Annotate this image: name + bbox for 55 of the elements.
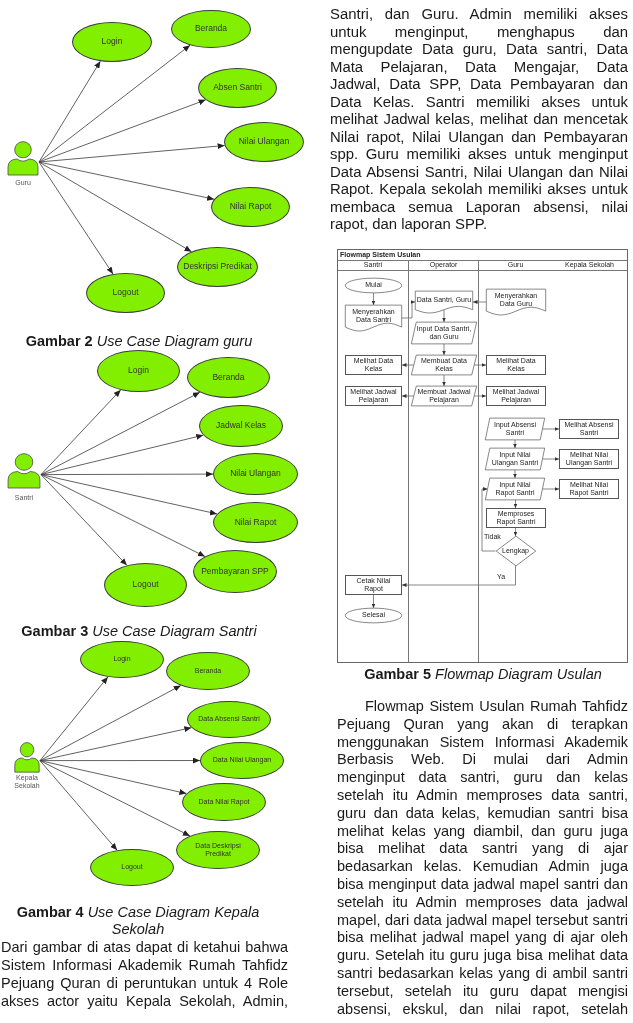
use-case-ellipse bbox=[199, 405, 283, 447]
input-parallelogram bbox=[411, 386, 477, 406]
process-box bbox=[486, 386, 546, 406]
figure-caption: Gambar 3 Use Case Diagram Santri bbox=[21, 623, 257, 640]
use-case-label: Nilai Ulangan bbox=[230, 469, 281, 479]
input-parallelogram bbox=[485, 478, 545, 500]
body-paragraph: Santri, dan Guru. Admin memiliki akses untuk menginput, menghapus dan mengupdate Data guru, Data santri, Data Mata Pelajaran, Data Mengajar, Data Jadwal, Data SPP, Data Pembayaran dan Data Kelas. Santri memiliki akses untuk melihat Jadwal kelas, melihat dan mencetak Nilai rapot, Nilai Ulangan dan Pembayaran spp. Guru memiliki akses untuk menginput Data Absensi Santri, Nilai Ulangan dan Nilai Rapot. Kepala sekolah memiliki akses untuk membaca semua Laporan absensi, nilai rapot, dan laporan SPP. bbox=[330, 6, 628, 234]
use-case-label: Nilai Rapot bbox=[229, 202, 272, 212]
use-case-label: Login bbox=[128, 366, 149, 376]
process-box bbox=[345, 355, 402, 375]
use-case-ellipse bbox=[211, 187, 290, 227]
input-parallelogram bbox=[411, 322, 477, 344]
terminator-ellipse bbox=[345, 278, 402, 293]
document-shape bbox=[486, 289, 546, 315]
use-case-label: Login bbox=[101, 37, 123, 47]
use-case-label: Logout bbox=[112, 288, 139, 298]
process-box bbox=[486, 355, 546, 375]
figure-caption: Gambar 5 Flowmap Diagram Usulan bbox=[364, 666, 602, 683]
use-case-label: Deskripsi Predikat bbox=[183, 262, 252, 272]
use-case-label: Logout bbox=[132, 580, 159, 590]
use-case-ellipse bbox=[187, 701, 271, 738]
process-box bbox=[559, 479, 619, 499]
terminator-ellipse bbox=[345, 608, 402, 623]
input-parallelogram bbox=[411, 355, 477, 375]
use-case-ellipse bbox=[90, 849, 174, 886]
use-case-label: Pembayaran SPP bbox=[201, 566, 269, 577]
use-case-ellipse bbox=[176, 831, 260, 869]
process-box bbox=[345, 575, 402, 595]
use-case-label: Absen Santri bbox=[213, 83, 262, 93]
use-case-label: Beranda bbox=[194, 24, 228, 34]
person-icon bbox=[14, 742, 40, 773]
process-box bbox=[559, 449, 619, 469]
use-case-label: Jadwal Kelas bbox=[215, 421, 267, 431]
document-shape bbox=[415, 291, 473, 313]
flowmap-frame bbox=[337, 249, 628, 663]
body-paragraph: Dari gambar di atas dapat di ketahui bahwa Sistem Informasi Akademik Rumah Tahfidz Pejuang Quran di peruntukan untuk 4 Role akses actor yaitu Kepala Sekolah, Admin, bbox=[1, 938, 288, 1010]
document-shape bbox=[345, 305, 402, 331]
use-case-ellipse bbox=[166, 652, 250, 690]
use-case-label: Nilai Ulangan bbox=[238, 137, 290, 147]
use-case-ellipse bbox=[193, 550, 277, 593]
swimlane bbox=[409, 260, 479, 662]
person-icon bbox=[7, 141, 39, 176]
use-case-label: Nilai Rapot bbox=[234, 517, 277, 528]
use-case-label: Beranda bbox=[212, 372, 245, 383]
use-case-ellipse bbox=[198, 68, 277, 108]
use-case-ellipse bbox=[213, 502, 298, 543]
use-case-ellipse bbox=[182, 783, 266, 821]
input-parallelogram bbox=[485, 418, 545, 440]
process-box bbox=[486, 508, 546, 528]
figure-caption: Gambar 2 Use Case Diagram guru bbox=[25, 333, 253, 350]
use-case-ellipse bbox=[80, 641, 164, 678]
input-parallelogram bbox=[485, 448, 545, 470]
figure-caption: Gambar 4 Use Case Diagram Kepala Sekolah bbox=[15, 904, 261, 938]
person-icon bbox=[7, 453, 41, 489]
body-paragraph: Flowmap Sistem Usulan Rumah Tahfidz Pejuang Quran yang akan di terapkan menggunakan Sistem Informasi Akademik Berbasis Web. Di mulai dari Admin menginput data santri, guru dan kelas setelah itu Admin memproses data santri, guru dan data kelas, kemudian santri bisa melihat kelas yang diambil, dan guru juga bisa melihat data santri yang di ajar bedasarkan kelas. Kemudian Admin juga bisa menginput data jadwal mapel santri dan setelah itu Admin memproses data jadwal mapel, dari data jadwal mapel tersebut santri bisa melihat jadwal mapel yang di ajar oleh guru. Setelah itu guru juga bisa melihat data santri bedasarkan kelas yang di ambil santri tersebut, setelah itu guru dapat mengisi absensi, ekskul, dan nilai rapot, setelah bbox=[337, 698, 628, 1019]
